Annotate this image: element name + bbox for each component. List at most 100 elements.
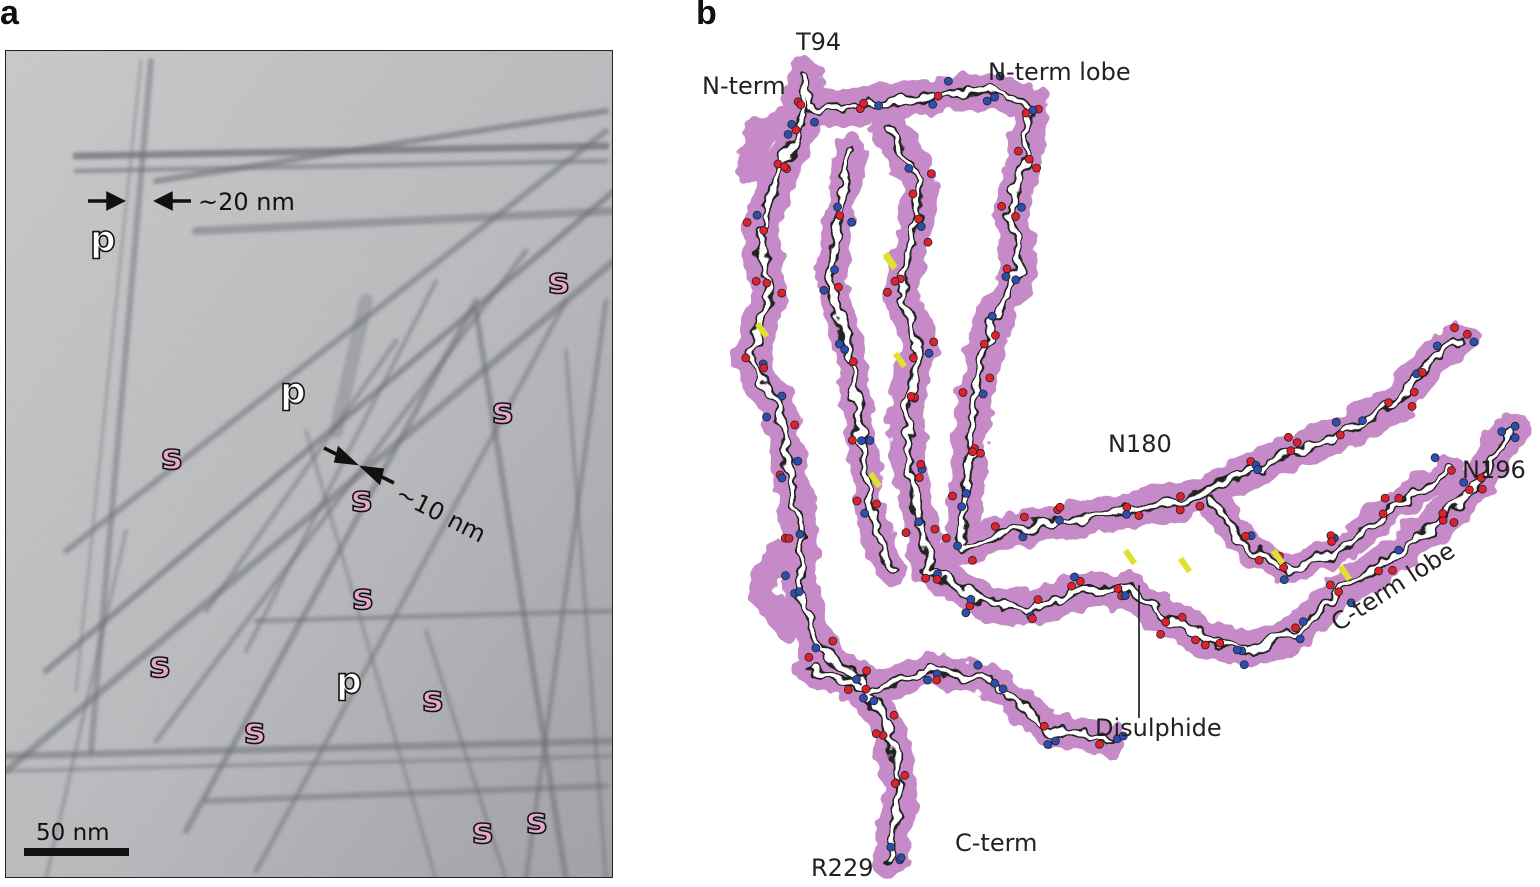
- oxygen-atom: [889, 710, 899, 720]
- oxygen-atom: [1013, 146, 1023, 156]
- label-disulphide: Disulphide: [1095, 714, 1222, 742]
- label-cterm: C-term: [955, 829, 1037, 857]
- oxygen-atom: [742, 217, 752, 227]
- label-s: s: [149, 645, 170, 686]
- nitrogen-atom: [857, 436, 866, 446]
- nitrogen-atom: [1001, 272, 1011, 281]
- oxygen-atom: [968, 447, 978, 457]
- oxygen-atom: [1388, 565, 1397, 575]
- oxygen-atom: [1002, 264, 1012, 274]
- label-s: s: [526, 801, 547, 842]
- filament-labels: s s s s s s s s s s: [148, 260, 570, 853]
- oxygen-atom: [1039, 721, 1049, 731]
- label-nterm: N-term: [702, 72, 786, 100]
- nitrogen-atom: [966, 594, 976, 604]
- oxygen-atom: [1095, 740, 1104, 749]
- oxygen-atom: [796, 100, 806, 110]
- oxygen-atom: [780, 162, 789, 172]
- oxygen-atom: [1019, 512, 1029, 522]
- oxygen-atom: [852, 496, 862, 506]
- nitrogen-atom: [1295, 634, 1305, 644]
- nitrogen-atom: [1298, 617, 1308, 627]
- nitrogen-atom: [860, 508, 870, 518]
- nitrogen-atom: [928, 100, 938, 109]
- oxygen-atom: [762, 278, 772, 288]
- nitrogen-atom: [973, 660, 983, 670]
- nitrogen-atom: [1510, 421, 1520, 431]
- nitrogen-atom: [990, 92, 1000, 102]
- label-p: p: [336, 661, 362, 702]
- protofilament-labels: p p p: [89, 218, 362, 703]
- nitrogen-atom: [886, 842, 896, 852]
- oxygen-atom: [967, 555, 977, 565]
- oxygen-atom: [1175, 505, 1185, 515]
- oxygen-atom: [906, 391, 916, 401]
- label-p: p: [280, 371, 306, 412]
- oxygen-atom: [926, 169, 936, 179]
- nitrogen-atom: [904, 163, 914, 173]
- oxygen-atom: [1191, 635, 1200, 645]
- oxygen-atom: [1177, 612, 1187, 622]
- oxygen-atom: [958, 388, 968, 397]
- oxygen-atom: [1075, 576, 1085, 586]
- nitrogen-atom: [916, 222, 926, 231]
- oxygen-atom: [1113, 584, 1123, 593]
- oxygen-atom: [916, 459, 926, 469]
- nitrogen-atom: [1358, 416, 1367, 426]
- oxygen-atom: [1465, 485, 1474, 495]
- nitrogen-atom: [1239, 660, 1249, 670]
- scale-bar-label: 50 nm: [36, 820, 110, 846]
- nitrogen-atom: [914, 517, 924, 527]
- oxygen-atom: [908, 189, 918, 199]
- oxygen-atom: [929, 337, 939, 347]
- nitrogen-atom: [987, 311, 997, 321]
- nitrogen-atom: [840, 345, 850, 354]
- nitrogen-atom: [896, 853, 906, 862]
- backbone-sticks: [745, 70, 1515, 865]
- oxygen-atom: [1378, 509, 1388, 519]
- oxygen-atom: [1335, 430, 1345, 440]
- oxygen-atom: [1438, 509, 1448, 518]
- oxygen-atom: [908, 353, 918, 363]
- oxygen-atom: [1327, 537, 1336, 546]
- oxygen-atom: [1462, 329, 1472, 339]
- nitrogen-atom: [1510, 433, 1520, 443]
- oxygen-atom: [1033, 595, 1043, 604]
- oxygen-atom: [914, 473, 924, 483]
- sulfur-atom: [867, 471, 883, 489]
- oxygen-atom: [862, 666, 872, 676]
- sulfur-atom: [1122, 548, 1138, 566]
- nitrogen-atom: [762, 412, 771, 422]
- oxygen-atom: [901, 528, 911, 538]
- oxygen-atom: [1477, 473, 1486, 483]
- label-s: s: [548, 261, 569, 302]
- sulfur-atom: [1270, 548, 1286, 566]
- label-s: s: [422, 679, 443, 720]
- nitrogen-atom: [793, 456, 803, 466]
- oxygen-atom: [751, 276, 761, 286]
- oxygen-atom: [1284, 432, 1293, 442]
- oxygen-atom: [843, 685, 853, 695]
- arrows-20nm: [88, 191, 191, 211]
- nitrogen-atom: [1432, 341, 1442, 351]
- nitrogen-atom: [1018, 532, 1028, 542]
- nitrogen-atom: [982, 96, 992, 106]
- label-p: p: [90, 219, 116, 260]
- oxygen-atom: [1027, 614, 1037, 624]
- nitrogen-atom: [1050, 736, 1060, 746]
- oxygen-atom: [1200, 640, 1210, 650]
- oxygen-atom: [914, 214, 923, 224]
- nitrogen-atom: [777, 473, 787, 483]
- nitrogen-atom: [852, 675, 861, 684]
- nitrogen-atom: [990, 678, 1000, 688]
- oxygen-atom: [933, 91, 943, 101]
- oxygen-atom: [1122, 502, 1132, 512]
- nitrogen-atom: [1459, 477, 1469, 487]
- oxygen-atom: [1215, 638, 1225, 648]
- oxygen-atom: [1418, 367, 1427, 377]
- nitrogen-atom: [1331, 417, 1341, 427]
- nitrogen-atom: [1070, 572, 1079, 582]
- oxygen-atom: [882, 287, 892, 297]
- oxygen-atom: [848, 357, 858, 367]
- oxygen-atom: [1407, 401, 1417, 411]
